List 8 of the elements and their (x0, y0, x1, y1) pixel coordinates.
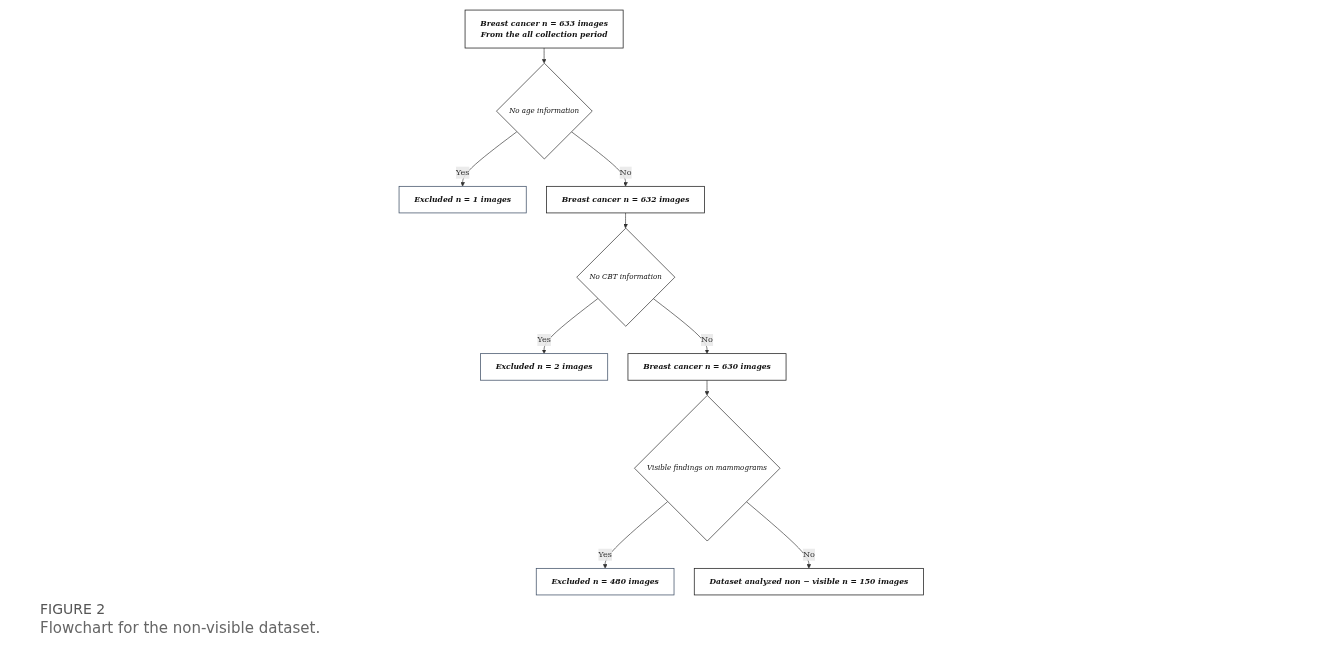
edge-label: Yes (598, 549, 612, 560)
edge-label: Yes (455, 167, 470, 178)
edge-label: Yes (537, 334, 551, 345)
edge-label: No (802, 549, 815, 560)
caption: Flowchart for the non-visible dataset. (40, 619, 322, 637)
figure-number: FIGURE 2 (40, 601, 107, 617)
edge-label: No (700, 334, 713, 345)
edge-label: No (619, 167, 632, 178)
